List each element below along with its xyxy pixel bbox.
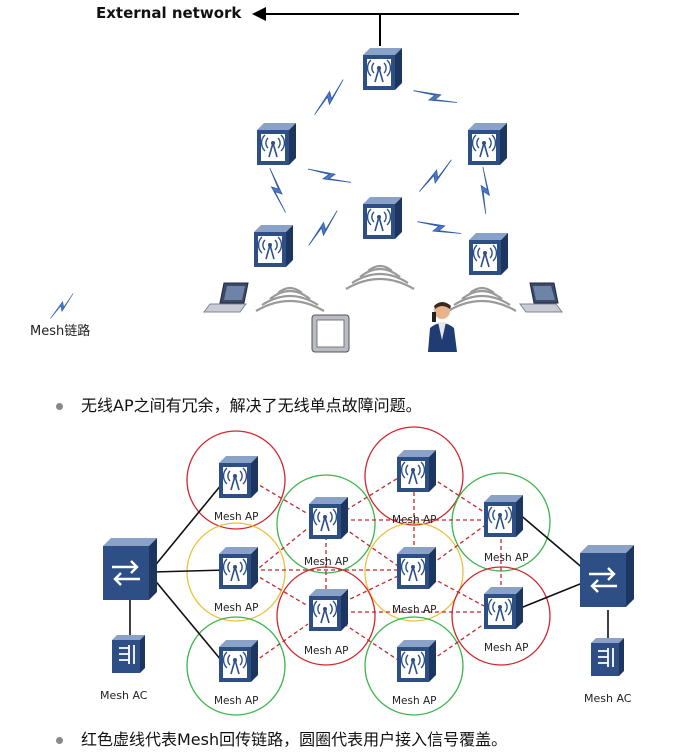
- bullet-1-text: 无线AP之间有冗余，解决了无线单点故障问题。: [81, 396, 422, 415]
- wifi-signal-waves: [255, 264, 517, 312]
- ap-labels: Mesh AP Mesh AP Mesh AP Mesh AP Mesh AP …: [214, 511, 529, 707]
- mesh-ap-icon: [396, 639, 437, 683]
- bullet-2-text: 红色虚线代表Mesh回传链路，圆圈代表用户接入信号覆盖。: [81, 730, 508, 749]
- bottom-access-points: [218, 449, 524, 683]
- bullet-2: 红色虚线代表Mesh回传链路，圆圈代表用户接入信号覆盖。: [56, 726, 507, 750]
- phone-user-icon: [428, 302, 457, 352]
- ap-upper-left: [256, 122, 297, 166]
- ap-center: [362, 196, 403, 240]
- mesh-ap-icon: [308, 496, 349, 540]
- mesh-ap-label: Mesh AP: [392, 604, 437, 616]
- mesh-link-bolt: [475, 166, 494, 215]
- mesh-link-bolt: [302, 210, 345, 247]
- ap-top: [362, 47, 403, 91]
- mesh-link-bolt: [308, 79, 351, 116]
- mesh-ap-icon: [218, 639, 259, 683]
- ap-lower-left: [253, 224, 294, 268]
- mesh-ac-right-label: Mesh AC: [584, 692, 632, 705]
- mesh-ap-icon: [396, 546, 437, 590]
- mesh-ap-label: Mesh AP: [392, 695, 437, 707]
- mesh-link-bolt: [412, 81, 458, 113]
- mesh-link-bolt: [413, 159, 458, 193]
- mesh-ap-label: Mesh AP: [214, 695, 259, 707]
- mesh-ap-icon: [308, 588, 349, 632]
- mesh-ap-icon: [218, 455, 259, 499]
- mesh-ap-label: Mesh AP: [214, 602, 259, 614]
- mesh-ap-icon: [483, 586, 524, 630]
- bullet-dot: [56, 737, 63, 744]
- mesh-link-bolt: [307, 159, 352, 193]
- mesh-ap-label: Mesh AP: [484, 642, 529, 654]
- external-network-arrow: [252, 7, 519, 46]
- wired-links: [129, 478, 609, 667]
- mesh-ap-label: Mesh AP: [392, 514, 437, 526]
- mesh-ap-icon: [396, 449, 437, 493]
- external-network-label: External network: [96, 4, 242, 22]
- ap-upper-right: [467, 122, 508, 166]
- mesh-link-bolt: [268, 166, 287, 215]
- switch-right-icon: [578, 543, 636, 609]
- mesh-ac-left-icon: [111, 634, 146, 674]
- mesh-ap-label: Mesh AP: [304, 556, 349, 568]
- mesh-ap-icon: [483, 494, 524, 538]
- legend-bolt-icon: [45, 293, 79, 320]
- bullet-dot: [56, 403, 63, 410]
- legend-mesh-link-label: Mesh链路: [30, 324, 91, 339]
- laptop-right-icon: [519, 282, 563, 313]
- mesh-backhaul-links: [253, 477, 502, 663]
- top-access-points: [253, 47, 509, 276]
- bullet-1: 无线AP之间有冗余，解决了无线单点故障问题。: [56, 392, 422, 416]
- mesh-ap-label: Mesh AP: [214, 511, 259, 523]
- mesh-ac-left-label: Mesh AC: [100, 689, 148, 702]
- laptop-left-icon: [203, 282, 249, 313]
- switch-left-icon: [101, 536, 159, 602]
- tablet-icon: [311, 314, 350, 353]
- mesh-ap-label: Mesh AP: [484, 552, 529, 564]
- mesh-ap-icon: [218, 546, 259, 590]
- mesh-ap-label: Mesh AP: [304, 645, 349, 657]
- mesh-link-bolt: [416, 212, 462, 244]
- mesh-ac-right-icon: [590, 637, 625, 677]
- ap-lower-right: [468, 232, 509, 276]
